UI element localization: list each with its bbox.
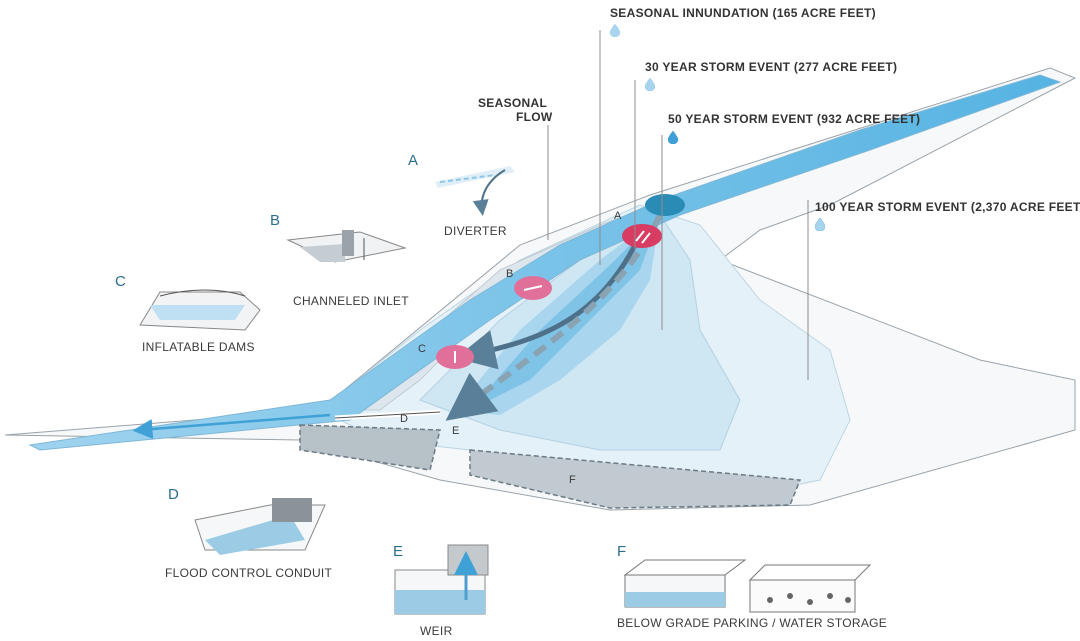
seasonal-flow-label-line1: SEASONAL: [478, 96, 548, 110]
conduit-outline: [334, 411, 441, 419]
flood-conduit-inset: [194, 498, 326, 555]
river-flow-arrow: [132, 413, 331, 439]
storm-label-100yr: 100 YEAR STORM EVENT (2,370 ACRE FEET): [815, 200, 1080, 214]
diverter-inset: [435, 166, 515, 216]
water-drop-icon: [668, 131, 678, 144]
inset-letter-d: D: [168, 486, 179, 503]
inflatable-dams-label: INFLATABLE DAMS: [142, 340, 255, 354]
map-marker-c: C: [418, 343, 427, 355]
water-drop-icon: [610, 24, 620, 37]
inlet-marker: [645, 194, 685, 216]
map-marker-b: B: [506, 268, 514, 280]
parking-d: [299, 424, 441, 471]
flood-conduit-label: FLOOD CONTROL CONDUIT: [165, 566, 333, 580]
basin-seasonal: [470, 215, 660, 410]
inset-letter-b: B: [270, 212, 281, 229]
inset-letter-c: C: [115, 273, 126, 290]
channeled-inlet-inset: [286, 230, 407, 263]
diversion-arrow: [455, 233, 643, 370]
parking-storage-inset: [623, 559, 872, 613]
storm-label-seasonal: SEASONAL INNUNDATION (165 ACRE FEET): [610, 6, 876, 20]
map-marker-a: A: [614, 210, 622, 222]
water-drop-icon: [645, 78, 655, 91]
inflatable-dams-inset: [139, 289, 261, 331]
diverter-label: DIVERTER: [444, 224, 507, 238]
storm-label-30yr: 30 YEAR STORM EVENT (277 ACRE FEET): [645, 60, 898, 74]
parking-f: [469, 449, 802, 509]
inset-letter-f: F: [617, 543, 627, 560]
channeled-inlet-label: CHANNELED INLET: [293, 294, 409, 308]
map-marker-e: E: [452, 425, 460, 437]
weir-inset: [394, 544, 489, 615]
map-marker-f: F: [569, 474, 577, 486]
storm-label-50yr: 50 YEAR STORM EVENT (932 ACRE FEET): [668, 112, 921, 126]
inset-letter-e: E: [393, 543, 404, 560]
dam-a: [622, 224, 662, 248]
weir-label: WEIR: [420, 624, 453, 638]
seasonal-flow-label-line2: FLOW: [516, 110, 553, 124]
parking-storage-label: BELOW GRADE PARKING / WATER STORAGE: [617, 616, 888, 630]
river: [28, 74, 1062, 451]
water-drop-icon: [815, 218, 825, 231]
inset-letter-a: A: [408, 152, 419, 169]
map-marker-d: D: [400, 413, 409, 425]
